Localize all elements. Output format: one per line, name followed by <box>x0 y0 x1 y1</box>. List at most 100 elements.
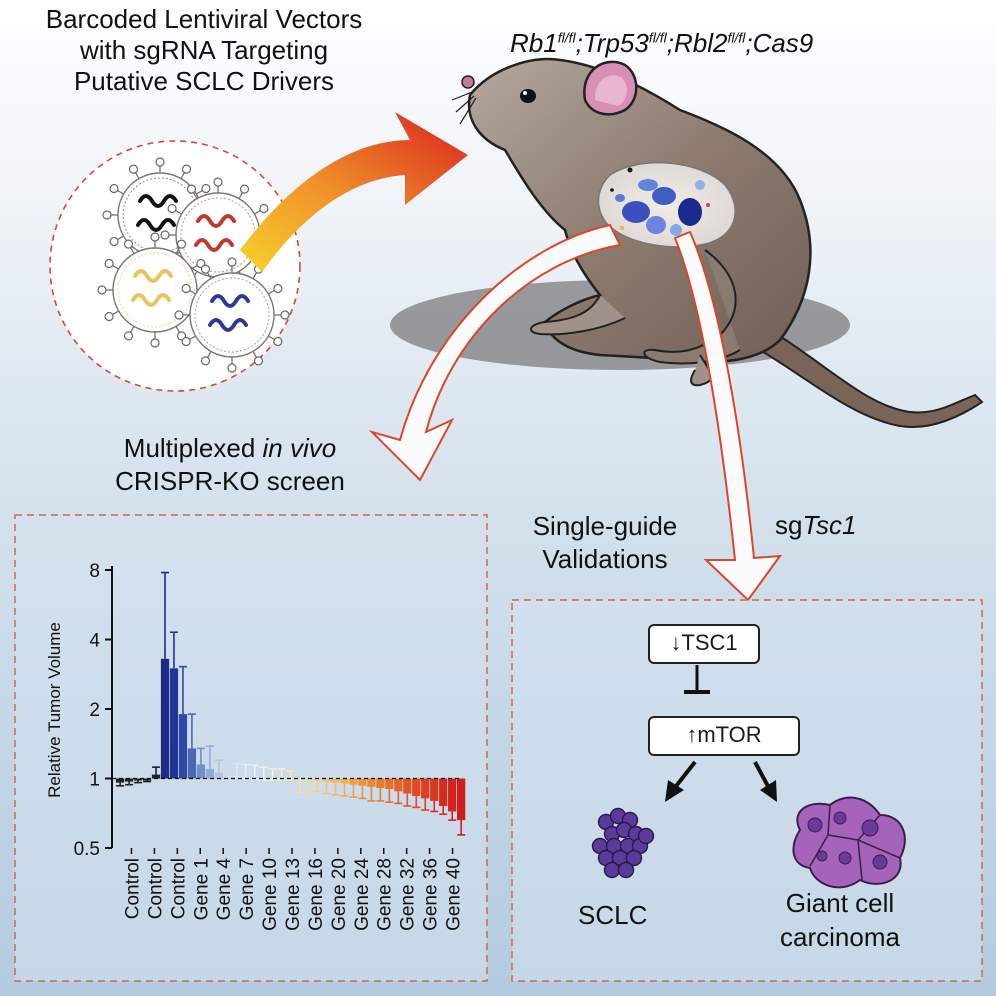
chart-x-tick-label: Gene 4 <box>214 858 235 921</box>
chart-bar <box>394 778 403 792</box>
chart-bar <box>133 778 143 781</box>
chart-x-tick-label: Gene 20 <box>329 858 350 931</box>
chart-bar <box>457 778 466 821</box>
chart-x-tick-label: Gene 36 <box>421 858 442 931</box>
giant-cell-label: Giant cell carcinoma <box>760 886 920 954</box>
screen-label-in-vivo: in vivo <box>262 433 337 463</box>
screen-label-line-2: CRISPR-KO screen <box>115 466 345 496</box>
delivery-arrow <box>240 112 468 272</box>
genotype-rb1: Rb1 <box>510 28 558 58</box>
chart-bar <box>232 776 241 779</box>
chart-x-tick-label: Gene 1 <box>191 858 212 920</box>
chart-ylabel: Relative Tumor Volume <box>45 622 64 798</box>
chart-y-tick-label: 4 <box>89 631 100 652</box>
chart-bar <box>421 778 430 799</box>
chart-bar <box>214 772 223 779</box>
genotype-trp53: Trp53 <box>582 28 649 58</box>
screen-panel <box>14 514 488 982</box>
genotype-cas9: Cas9 <box>752 28 814 58</box>
arrow-to-sclc <box>665 760 697 802</box>
arrow-to-giant-cell <box>753 761 777 802</box>
mouse-tail <box>758 328 984 429</box>
chart-y-tick-label: 0.5 <box>74 839 100 860</box>
sclc-cell <box>637 827 655 845</box>
validation-label-line-1: Single-guide <box>532 511 678 541</box>
sg-prefix: sg <box>775 510 803 540</box>
chart-x-tick-label: Gene 24 <box>352 858 373 931</box>
chart-bar <box>124 778 134 782</box>
chart-bar <box>403 778 412 794</box>
lentiviral-particle <box>174 257 290 373</box>
chart-bar <box>448 778 457 812</box>
sclc-cell <box>617 861 635 879</box>
chart-bar <box>205 768 214 779</box>
chart-bar <box>358 778 367 786</box>
sg-gene: Tsc1 <box>802 510 857 540</box>
chart-bar <box>304 778 313 781</box>
mouse-genotype: Rb1fl/fl;Trp53fl/fl;Rbl2fl/fl;Cas9 <box>510 28 814 58</box>
screen-label: Multiplexed in vivo CRISPR-KO screen <box>60 432 400 498</box>
chart-x-tick-label: Control <box>168 858 189 919</box>
chart-bar <box>259 778 268 781</box>
chart-bar <box>116 778 125 783</box>
chart-bar <box>313 778 322 782</box>
giant-cell-label-line-2: carcinoma <box>780 922 900 952</box>
genotype-rbl2-allele: fl/fl <box>727 29 746 46</box>
chart-bar <box>322 778 331 782</box>
chart-bar <box>151 774 161 779</box>
vectors-title: Barcoded Lentiviral Vectors with sgRNA T… <box>0 4 408 97</box>
sclc-cell-cluster <box>591 807 655 879</box>
vectors-title-line-3: Putative SCLC Drivers <box>73 66 335 96</box>
chart-bar <box>142 778 152 781</box>
chart-x-tick-label: Control <box>145 858 166 919</box>
chart-bar <box>376 778 385 788</box>
down-arrow-icon: ↓ <box>670 630 682 655</box>
chart-bar <box>349 778 358 785</box>
chart-bar <box>268 778 277 781</box>
genotype-rbl2: Rbl2 <box>673 28 728 58</box>
chart-bar <box>178 714 188 779</box>
chart-bar <box>385 778 394 790</box>
mouse-illustration <box>451 57 812 387</box>
chart-bar <box>331 778 340 783</box>
chart-bar <box>340 778 349 784</box>
chart-x-tick-label: Gene 16 <box>306 858 327 931</box>
giant-cell-carcinoma-cells <box>792 796 906 889</box>
chart-y-tick-label: 8 <box>89 561 100 582</box>
up-arrow-icon: ↑ <box>686 722 698 747</box>
chart-bar <box>295 778 304 781</box>
chart-bar <box>196 764 206 779</box>
chart-bar <box>223 774 232 779</box>
sg-tsc1-label: sgTsc1 <box>775 510 856 541</box>
screen-label-prefix: Multiplexed <box>123 433 263 463</box>
chart-x-tick-label: Gene 32 <box>398 858 419 931</box>
genotype-trp53-allele: fl/fl <box>648 29 667 46</box>
chart-x-tick-label: Gene 40 <box>444 858 465 931</box>
chart-x-tick-label: Gene 7 <box>237 858 258 920</box>
chart-bar <box>160 658 170 779</box>
tsc1-label: TSC1 <box>681 630 738 655</box>
giant-cell-label-line-1: Giant cell <box>785 888 895 918</box>
chart-x-tick-label: Gene 13 <box>283 858 304 931</box>
chart-bar <box>412 778 421 796</box>
chart-x-tick-label: Control <box>122 858 143 919</box>
chart-bar <box>169 668 179 779</box>
vectors-title-line-1: Barcoded Lentiviral Vectors <box>45 4 363 34</box>
sclc-cell <box>625 849 643 867</box>
chart-bar <box>367 778 376 787</box>
chart-y-tick-label: 2 <box>89 700 100 721</box>
arrow-to-screen <box>368 223 622 482</box>
chart-x-tick-label: Gene 10 <box>260 858 281 931</box>
validation-label: Single-guide Validations <box>505 510 705 576</box>
vectors-title-line-2: with sgRNA Targeting <box>79 35 329 65</box>
chart-bar <box>430 778 439 801</box>
tsc1-box: ↓TSC1 <box>648 624 760 664</box>
lentiviral-vectors <box>97 157 290 373</box>
validation-label-line-2: Validations <box>542 544 668 574</box>
genotype-rb1-allele: fl/fl <box>557 29 576 46</box>
mtor-label: mTOR <box>697 722 762 747</box>
chart-y-tick-label: 1 <box>89 770 100 791</box>
sclc-cell <box>603 861 621 879</box>
